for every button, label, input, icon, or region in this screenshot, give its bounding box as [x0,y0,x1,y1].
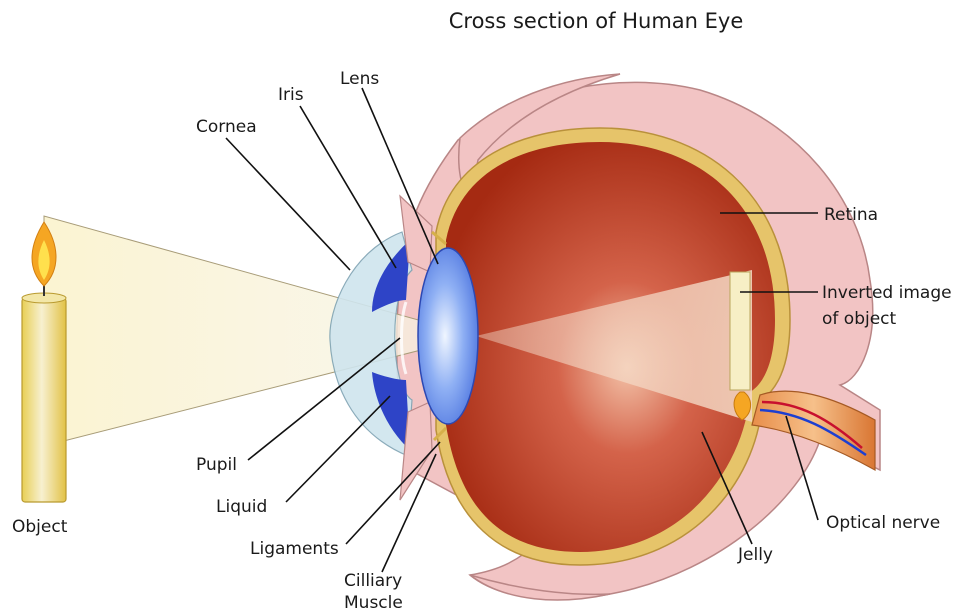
leader-iris [300,106,396,268]
label-cornea: Cornea [196,117,257,137]
label-lens: Lens [340,69,379,89]
label-retina: Retina [824,205,878,225]
label-inverted-image-line2: of object [822,309,897,329]
leader-liquid [286,396,390,502]
label-inverted-image-line1: Inverted image [822,283,952,303]
lens [418,248,478,424]
label-pupil: Pupil [196,455,237,475]
label-ciliary-line1: Cilliary [344,571,402,591]
label-jelly: Jelly [737,545,773,565]
label-liquid: Liquid [216,497,267,517]
leader-ligaments [346,442,440,544]
diagram-title: Cross section of Human Eye [449,9,744,33]
label-optical-nerve: Optical nerve [826,513,940,533]
label-ciliary-line2: Muscle [344,593,403,613]
label-iris: Iris [278,85,304,105]
label-ligaments: Ligaments [250,539,339,559]
label-object: Object [12,517,68,537]
